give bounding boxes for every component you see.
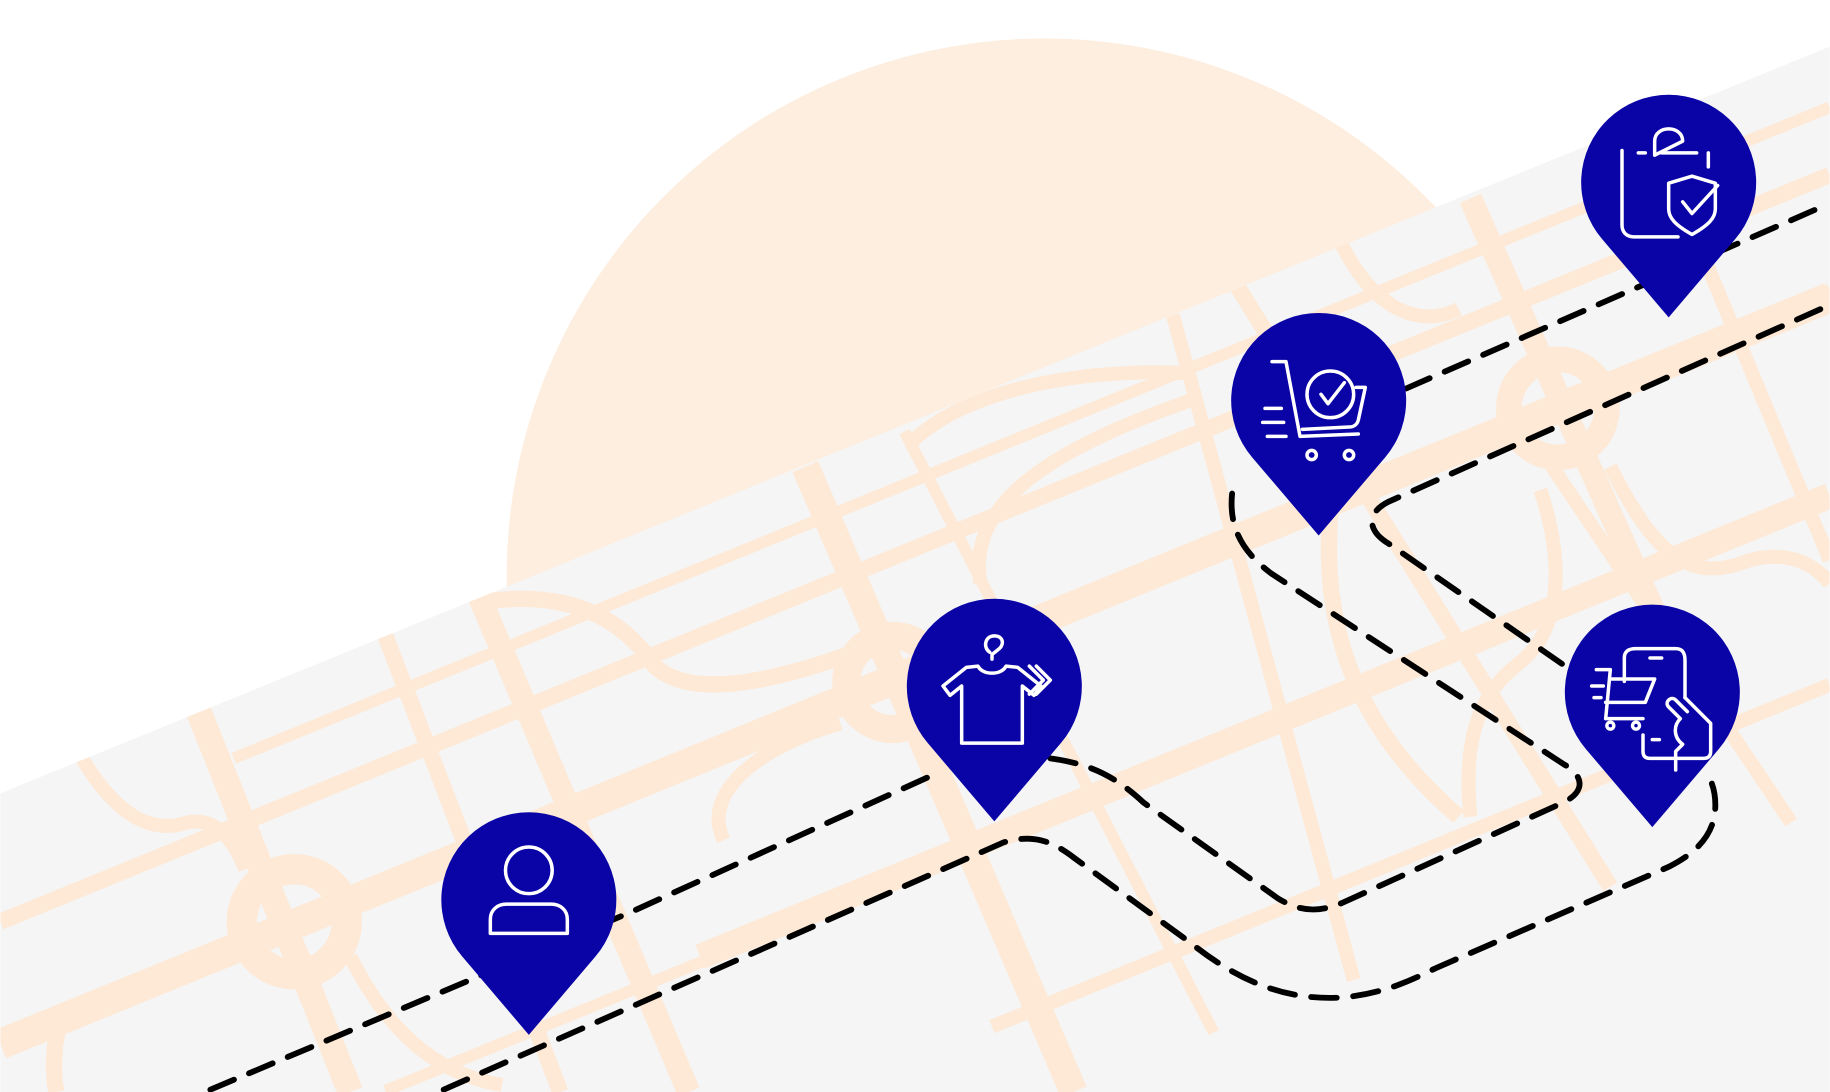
route-middle — [1369, 306, 1824, 668]
route-lower — [440, 767, 1719, 1092]
phone-cart-icon — [1589, 646, 1713, 772]
delivery-routes — [207, 207, 1824, 1092]
pin-cart-confirmed[interactable] — [1231, 312, 1407, 536]
bag-shield-icon — [1620, 127, 1720, 239]
route-loop — [1047, 475, 1583, 913]
shirt-hanger-icon — [941, 634, 1053, 745]
cart-check-icon — [1260, 359, 1368, 462]
pin-customer[interactable] — [441, 812, 617, 1035]
route-upper — [207, 207, 1818, 1092]
pin-mobile-shopping[interactable] — [1564, 604, 1740, 828]
pin-secure-shopping[interactable] — [1581, 94, 1757, 318]
pin-clothing[interactable] — [906, 598, 1082, 822]
user-icon — [488, 845, 570, 936]
